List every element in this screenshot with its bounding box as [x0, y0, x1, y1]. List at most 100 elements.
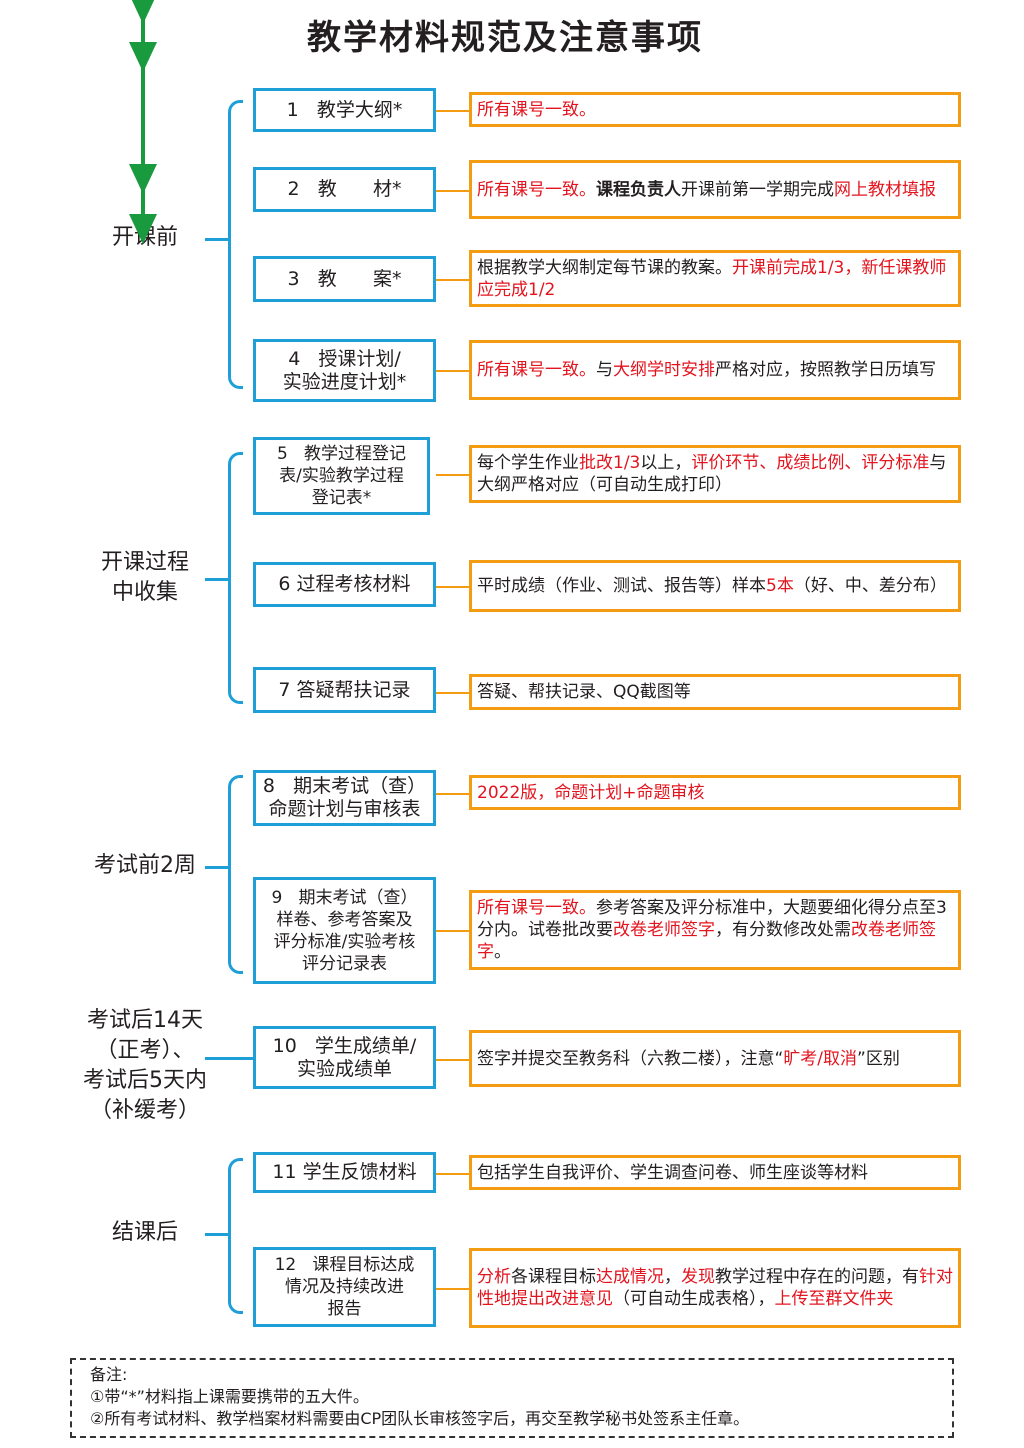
text-segment: 5本	[766, 576, 794, 596]
text-segment: ，	[664, 1267, 681, 1287]
text-segment: 分析	[477, 1267, 511, 1287]
material-box: 7 答疑帮扶记录	[253, 667, 436, 713]
text-segment: 签字并提交至教务科（六教二楼），注意“	[477, 1048, 784, 1069]
text-segment: 平时成绩（作业、测试、报告等）样本	[477, 576, 766, 596]
description-text: 2022版，命题计划+命题审核	[477, 782, 705, 804]
description-box: 所有课号一致。	[469, 92, 961, 127]
connector-line	[436, 1172, 470, 1175]
text-segment: 评价环节、成绩比例、评分标准	[691, 453, 930, 473]
text-segment: （可自动生成表格），	[613, 1289, 775, 1309]
text-segment: 针对性地提出改进意见	[477, 1267, 953, 1309]
text-segment: 改卷老师签字	[613, 920, 715, 940]
description-text: 所有课号一致。	[477, 99, 596, 121]
text-segment: 大纲学时安排	[613, 360, 715, 380]
flow-arrow	[129, 0, 157, 24]
text-segment: 所有课号一致。	[477, 179, 596, 200]
connector-line	[436, 692, 470, 694]
connector-line	[436, 1288, 470, 1290]
bracket-stem	[205, 1233, 230, 1236]
stage-label: 结课后	[111, 1220, 178, 1245]
stage-label: 开课过程 中收集	[100, 550, 189, 605]
description-box: 分析各课程目标达成情况，发现教学过程中存在的问题，有针对性地提出改进意见（可自动…	[469, 1248, 961, 1328]
description-text: 所有课号一致。课程负责人开课前第一学期完成网上教材填报	[477, 179, 936, 201]
description-box: 所有课号一致。课程负责人开课前第一学期完成网上教材填报	[469, 160, 961, 219]
connector-line	[436, 189, 470, 192]
text-segment: 教学过程中存在的问题，有	[715, 1267, 919, 1287]
text-segment: 各课程目标	[511, 1267, 596, 1287]
material-box: 10 学生成绩单/ 实验成绩单	[253, 1026, 436, 1089]
description-box: 根据教学大纲制定每节课的教案。开课前完成1/3，新任课教师应完成1/2	[469, 250, 961, 307]
text-segment: 。	[494, 942, 511, 962]
page-title: 教学材料规范及注意事项	[307, 18, 703, 58]
text-segment: 旷考/取消	[783, 1048, 858, 1069]
text-segment: 以上，	[640, 453, 692, 473]
text-segment: （好、中、差分布）	[793, 576, 947, 596]
text-segment: 根据教学大纲制定每节课的教案。	[477, 257, 732, 278]
text-segment: 批改1/3	[579, 453, 641, 473]
text-segment: 2022版，命题计划+命题审核	[477, 782, 705, 803]
text-segment: 参考答案及评分标准中，大题要细化得分点至3分内。试卷批改要	[477, 898, 947, 940]
notes-line: ①带“*”材料指上课需要携带的五大件。	[90, 1387, 369, 1406]
bracket-stem	[205, 1057, 255, 1060]
material-box: 5 教学过程登记 表/实验教学过程 登记表*	[253, 437, 430, 515]
group-bracket	[228, 100, 243, 389]
bracket-stem	[205, 578, 230, 581]
description-text: 每个学生作业批改1/3以上，评价环节、成绩比例、评分标准与大纲严格对应（可自动生…	[477, 452, 953, 496]
description-text: 包括学生自我评价、学生调查问卷、师生座谈等材料	[477, 1162, 868, 1184]
description-text: 答疑、帮扶记录、QQ截图等	[477, 681, 691, 703]
text-segment: 网上教材填报	[834, 179, 936, 200]
text-segment: ，有分数修改处需	[715, 920, 851, 940]
stage-label: 考试后14天 （正考）、 考试后5天内 （补缓考）	[83, 1008, 207, 1123]
connector-line	[436, 474, 470, 476]
text-segment: 与大纲严格对应（可自动生成打印）	[477, 453, 947, 495]
description-box: 答疑、帮扶记录、QQ截图等	[469, 674, 961, 710]
connector-line	[436, 930, 470, 932]
notes-heading: 备注:	[90, 1365, 128, 1384]
description-text: 平时成绩（作业、测试、报告等）样本5本（好、中、差分布）	[477, 575, 947, 597]
connector-line	[436, 109, 470, 112]
description-box: 包括学生自我评价、学生调查问卷、师生座谈等材料	[469, 1155, 961, 1190]
description-box: 平时成绩（作业、测试、报告等）样本5本（好、中、差分布）	[469, 560, 961, 612]
text-segment: 达成情况	[596, 1267, 664, 1287]
description-text: 签字并提交至教务科（六教二楼），注意“旷考/取消”区别	[477, 1048, 900, 1070]
text-segment: 课程负责人	[596, 179, 681, 200]
connector-line	[436, 370, 470, 372]
flow-arrow	[129, 0, 157, 72]
material-box: 4 授课计划/ 实验进度计划*	[253, 339, 436, 402]
text-segment: 与	[596, 360, 613, 380]
group-bracket	[228, 1158, 243, 1314]
text-segment: 改卷老师签字	[477, 920, 936, 962]
material-box: 8 期末考试（查） 命题计划与审核表	[253, 770, 436, 826]
description-box: 所有课号一致。与大纲学时安排严格对应，按照教学日历填写	[469, 340, 961, 400]
text-segment: 所有课号一致。	[477, 360, 596, 380]
text-segment: 所有课号一致。	[477, 898, 596, 918]
text-segment: 开课前第一学期完成	[681, 179, 834, 200]
description-box: 每个学生作业批改1/3以上，评价环节、成绩比例、评分标准与大纲严格对应（可自动生…	[469, 445, 961, 503]
material-box: 1 教学大纲*	[253, 88, 436, 132]
description-box: 所有课号一致。参考答案及评分标准中，大题要细化得分点至3分内。试卷批改要改卷老师…	[469, 890, 961, 970]
text-segment: ”区别	[857, 1048, 900, 1069]
group-bracket	[228, 775, 243, 974]
material-box: 11 学生反馈材料	[253, 1152, 436, 1193]
connector-line	[436, 278, 470, 281]
bracket-stem	[205, 866, 230, 869]
material-box: 2 教 材*	[253, 167, 436, 212]
text-segment: 包括学生自我评价、学生调查问卷、师生座谈等材料	[477, 1162, 868, 1183]
material-box: 6 过程考核材料	[253, 562, 436, 607]
description-text: 分析各课程目标达成情况，发现教学过程中存在的问题，有针对性地提出改进意见（可自动…	[477, 1266, 953, 1310]
description-text: 所有课号一致。参考答案及评分标准中，大题要细化得分点至3分内。试卷批改要改卷老师…	[477, 897, 953, 963]
material-box: 9 期末考试（查） 样卷、参考答案及 评分标准/实验考核 评分记录表	[253, 877, 436, 984]
notes-box: 备注: ①带“*”材料指上课需要携带的五大件。 ②所有考试材料、教学档案材料需要…	[70, 1358, 954, 1438]
text-segment: 严格对应，按照教学日历填写	[715, 360, 936, 380]
text-segment: 发现	[681, 1267, 715, 1287]
text-segment: 每个学生作业	[477, 453, 579, 473]
material-box: 12 课程目标达成 情况及持续改进 报告	[253, 1247, 436, 1327]
material-box: 3 教 案*	[253, 256, 436, 302]
description-text: 根据教学大纲制定每节课的教案。开课前完成1/3，新任课教师应完成1/2	[477, 257, 953, 301]
text-segment: 开课前完成1/3，新任课教师应完成1/2	[477, 257, 947, 300]
text-segment: 所有课号一致。	[477, 99, 596, 120]
text-segment: 上传至群文件夹	[774, 1289, 894, 1309]
bracket-stem	[205, 238, 230, 241]
connector-line	[436, 586, 470, 588]
